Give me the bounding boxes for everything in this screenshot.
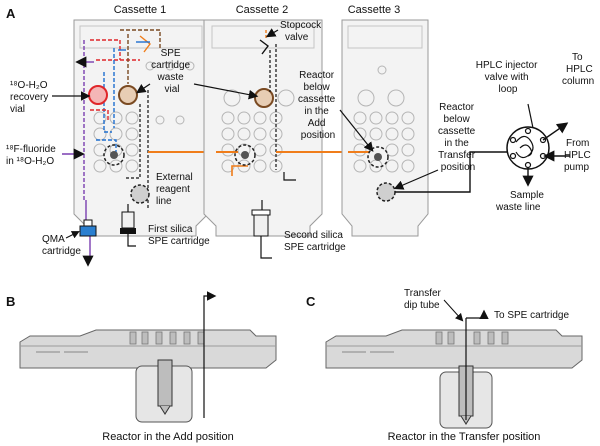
second-silica-cartridge-label: Second silica SPE cartridge [284,230,346,253]
stopcock-valve-label: Stopcock valve [280,20,324,43]
cassette-1: Cassette 1 [73,4,216,267]
reactor-add-position-label: Reactor below cassette in the Add positi… [298,70,338,141]
caption-b: Reactor in the Add position [102,431,233,443]
cassette-3: Cassette 3 [341,4,508,237]
cassette-1-title: Cassette 1 [114,4,167,16]
first-silica-cartridge-label: First silica SPE cartridge [148,224,210,247]
cassette-2-title: Cassette 2 [236,4,289,16]
spe-waste-vial-label: SPE cartridge waste vial [151,48,193,95]
panel-b-cassette-side-view: Reactor in the Add position [19,291,277,443]
from-hplc-pump-label: From HPLC pump [564,138,593,173]
qma-cartridge-label: QMA cartridge [42,234,81,257]
sample-waste-line-label: Sample waste line [495,190,547,213]
panel-c-label: C [306,294,316,309]
external-reagent-line-label: External reagent line [156,172,195,207]
f18-fluoride-label: ¹⁸F-fluoride in ¹⁸O-H₂O [6,144,59,167]
hplc-injector-valve [506,103,570,187]
panel-c-cassette-side-view: Transfer dip tube To SPE cartridge React… [325,288,583,443]
to-spe-cartridge-label: To SPE cartridge [494,310,569,321]
panel-b-label: B [6,294,15,309]
panel-a-label: A [6,6,16,21]
to-hplc-column-label: To HPLC column [562,52,595,87]
reactor-transfer-position-label: Reactor below cassette in the Transfer p… [438,102,478,173]
transfer-dip-tube-label: Transfer dip tube [404,288,444,311]
caption-c: Reactor in the Transfer position [388,431,541,443]
o18-recovery-vial-label: ¹⁸O-H₂O recovery vial [10,80,51,115]
cassette-3-title: Cassette 3 [348,4,401,16]
hplc-injector-label: HPLC injector valve with loop [476,60,540,95]
cassette-2: Cassette 2 [203,4,348,259]
panel-a-labels: ¹⁸O-H₂O recovery vial ¹⁸F-fluoride in ¹⁸… [6,20,595,257]
